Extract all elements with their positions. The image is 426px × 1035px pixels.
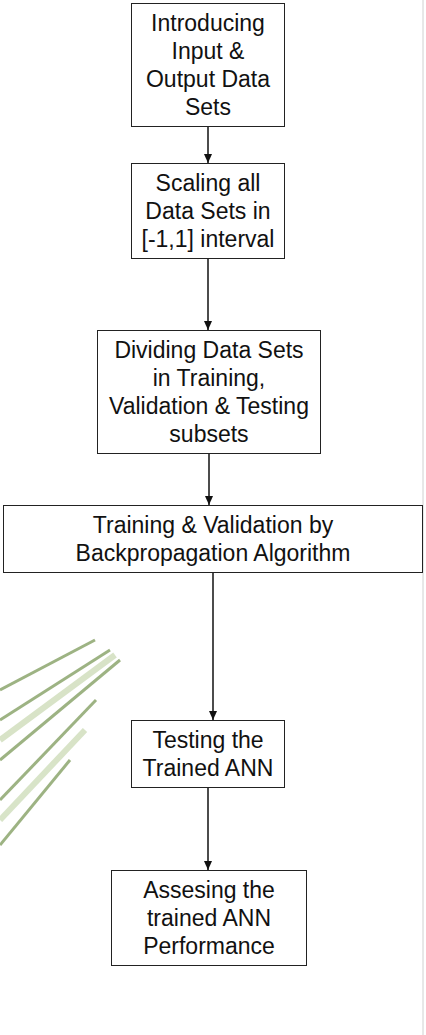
- process-box: Training & Validation by Backpropagation…: [3, 505, 423, 573]
- process-box: Testing the Trained ANN: [131, 720, 285, 788]
- flow-arrow: [208, 454, 210, 505]
- flow-arrow: [207, 259, 209, 330]
- step-text: Testing the Trained ANN: [138, 726, 278, 782]
- step-text: Introducing Input & Output Data Sets: [138, 9, 278, 121]
- process-box: Scaling all Data Sets in [-1,1] interval: [131, 163, 285, 259]
- step-text: Dividing Data Sets in Training, Validati…: [104, 336, 314, 448]
- step-text: Scaling all Data Sets in [-1,1] interval: [138, 169, 278, 253]
- process-box: Dividing Data Sets in Training, Validati…: [97, 330, 321, 454]
- process-box: Assesing the trained ANN Performance: [111, 870, 307, 966]
- flow-arrow: [207, 788, 209, 870]
- process-box: Introducing Input & Output Data Sets: [131, 3, 285, 127]
- flow-arrow: [212, 573, 214, 720]
- step-text: Assesing the trained ANN Performance: [118, 876, 300, 960]
- step-text: Training & Validation by Backpropagation…: [10, 511, 416, 567]
- flow-arrow: [207, 127, 209, 163]
